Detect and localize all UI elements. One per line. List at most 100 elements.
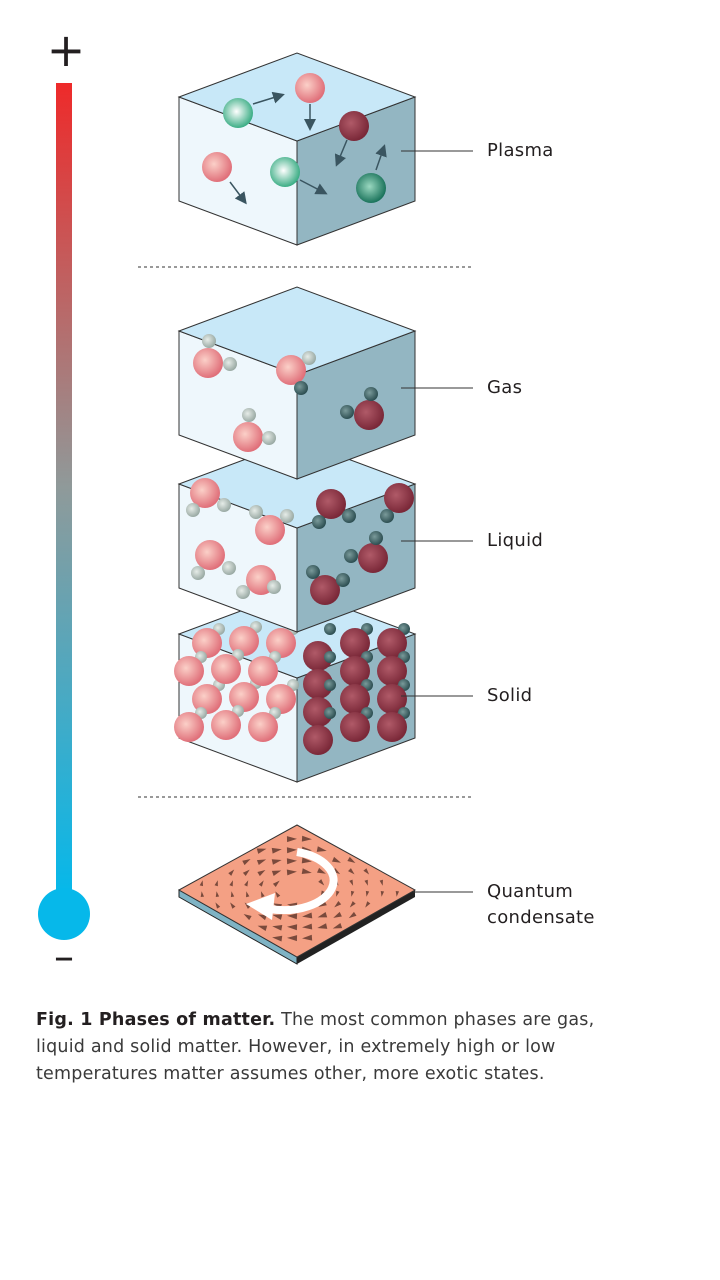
particle [358, 543, 388, 573]
particle [303, 697, 333, 727]
plasma-cube [177, 52, 417, 246]
vortex-arrow [349, 879, 354, 886]
vortex-arrow [272, 914, 283, 920]
particle [211, 710, 241, 740]
label-gas: Gas [487, 377, 523, 398]
particle [354, 400, 384, 430]
label-liquid: Liquid [487, 530, 544, 551]
minus-symbol: – [54, 934, 74, 980]
vortex-arrow [272, 924, 283, 931]
particle [310, 575, 340, 605]
vortex-arrow [348, 868, 355, 875]
vortex-arrow [302, 923, 313, 930]
particle [266, 628, 296, 658]
particle [336, 573, 350, 587]
vortex-arrow [256, 848, 267, 854]
label-solid: Solid [487, 685, 533, 706]
particle [192, 684, 222, 714]
vortex-arrow [302, 912, 313, 919]
particle [377, 712, 407, 742]
vortex-arrow [242, 869, 250, 876]
vortex-arrow [228, 869, 235, 876]
motion-arrow [252, 91, 285, 105]
quantum-condensate-plate [177, 824, 417, 965]
particle [255, 515, 285, 545]
particle [236, 585, 250, 599]
particle [202, 334, 216, 348]
vortex-arrow [271, 870, 282, 877]
vortex-arrow [230, 902, 236, 909]
vortex-arrow [302, 934, 313, 941]
caption-title: Fig. 1 Phases of matter. [36, 1010, 276, 1030]
vortex-arrow [286, 836, 297, 843]
label-line-2: condensate [487, 907, 595, 928]
particle [340, 405, 354, 419]
particle [229, 626, 259, 656]
particle [303, 725, 333, 755]
vortex-arrow [332, 922, 343, 929]
vortex-arrow [258, 914, 268, 921]
vortex-arrow [301, 868, 312, 875]
vortex-arrow [349, 901, 356, 908]
particle [295, 73, 325, 103]
particle [294, 381, 308, 395]
vortex-arrow [365, 901, 371, 908]
particle [262, 431, 276, 445]
label-line-1: Quantum [487, 881, 574, 902]
vortex-arrow [318, 879, 325, 886]
particle [190, 478, 220, 508]
vortex-arrow [272, 935, 283, 942]
particle [384, 483, 414, 513]
vortex-arrow [242, 859, 251, 866]
temperature-scale: + – [38, 23, 90, 980]
vortex-arrow [380, 890, 385, 897]
vortex-arrow [229, 880, 233, 887]
vortex-arrow [316, 846, 327, 852]
particle [249, 505, 263, 519]
particle [229, 682, 259, 712]
particle [193, 348, 223, 378]
vortex-arrow [336, 890, 340, 897]
vortex-arrow [199, 880, 204, 887]
vortex-arrow [363, 868, 370, 875]
particle [202, 152, 232, 182]
vortex-arrow [200, 891, 205, 898]
particle [377, 656, 407, 686]
vortex-arrow [230, 891, 235, 898]
vortex-arrow [258, 880, 264, 887]
vortex-arrow [260, 891, 265, 898]
vortex-arrow [317, 867, 326, 874]
motion-arrow [229, 181, 247, 205]
vortex-arrow [275, 891, 281, 898]
vortex-arrow [244, 880, 249, 887]
vortex-arrow [272, 880, 280, 887]
particle [340, 628, 370, 658]
vortex-arrow [286, 847, 297, 854]
thermometer-bar [56, 83, 72, 893]
vortex-arrow [379, 879, 383, 886]
particle [192, 628, 222, 658]
vortex-arrow [214, 880, 218, 887]
particle [222, 561, 236, 575]
vortex-arrow [395, 890, 400, 897]
vortex-arrow [317, 912, 328, 918]
vortex-arrow [287, 924, 298, 931]
particle [344, 549, 358, 563]
vortex-arrow [301, 857, 312, 864]
vortex-arrow [286, 858, 297, 865]
rotation-arrowhead [246, 893, 275, 920]
particle [267, 580, 281, 594]
vortex-arrow [271, 847, 282, 854]
vortex-arrow [333, 911, 342, 918]
particle [340, 712, 370, 742]
particle [217, 498, 231, 512]
particle [242, 408, 256, 422]
particle [377, 684, 407, 714]
particle [174, 656, 204, 686]
particle [369, 531, 383, 545]
particle [186, 503, 200, 517]
vortex-arrow [365, 890, 370, 897]
vortex-arrow [364, 879, 368, 886]
label-quantum-condensate: Quantum condensate [487, 879, 595, 931]
particle [248, 656, 278, 686]
